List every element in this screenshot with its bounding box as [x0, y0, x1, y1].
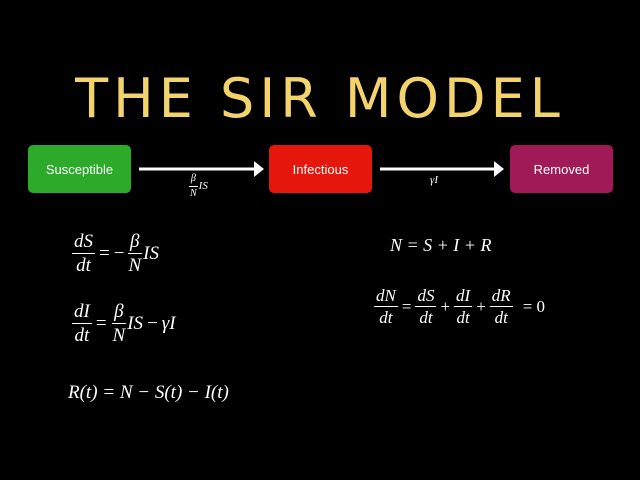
fraction-denominator: dt: [494, 307, 508, 327]
ds-fraction: dS dt: [415, 286, 437, 327]
page-title: THE SIR MODEL: [75, 67, 565, 130]
plus-sign: +: [440, 296, 451, 316]
arrowhead-infectious-to-removed: [494, 161, 504, 177]
lhs-denominator: dt: [76, 254, 91, 276]
equation-r-t: R(t) = N − S(t) − I(t): [68, 382, 229, 404]
lhs-fraction: dI dt: [72, 302, 92, 346]
equals-sign: =: [95, 312, 107, 334]
rate-label-removal: γI: [430, 174, 438, 186]
fraction-denominator: N: [112, 324, 126, 346]
equals-sign: =: [401, 296, 412, 316]
di-fraction: dI dt: [454, 286, 473, 327]
compartment-label: Susceptible: [45, 161, 114, 177]
fraction-numerator: β: [128, 231, 142, 254]
fraction-numerator: dS: [415, 286, 437, 307]
lhs-numerator: dS: [72, 231, 95, 254]
fraction-numerator: β: [112, 301, 126, 324]
rate-label-infection: β N IS: [188, 173, 208, 199]
rate-denominator: N: [190, 187, 197, 199]
rate-fraction: β N: [188, 173, 199, 199]
fraction-numerator: dI: [454, 286, 473, 307]
term-gamma-i: γI: [161, 312, 176, 334]
rate-numerator: β: [188, 173, 198, 187]
fraction-denominator: N: [128, 254, 142, 276]
compartment-label: Infectious: [292, 161, 349, 177]
lhs-numerator: dI: [72, 301, 92, 324]
equals-zero: = 0: [522, 296, 546, 316]
fraction-denominator: dt: [379, 307, 393, 327]
fraction-denominator: dt: [456, 307, 470, 327]
plus-sign: +: [476, 296, 486, 316]
equation-di-dt: dI dt = β N IS − γI: [72, 302, 176, 346]
fraction-denominator: dt: [419, 307, 433, 327]
equation-dn-dt: dN dt = dS dt + dI dt + dR dt = 0: [374, 287, 549, 327]
equals-sign: =: [99, 242, 110, 264]
minus-sign: −: [113, 242, 125, 264]
compartment-removed: Removed: [510, 145, 613, 193]
lhs-denominator: dt: [74, 324, 90, 346]
dn-fraction: dN dt: [374, 287, 398, 327]
fraction-numerator: dR: [489, 286, 513, 307]
term-is: IS: [127, 312, 144, 334]
equation-n-total: N = S + I + R: [390, 235, 491, 256]
equation-ds-dt: dS dt = − β N IS: [72, 232, 159, 276]
compartment-label: Removed: [533, 161, 590, 177]
arrowhead-susceptible-to-infectious: [254, 161, 264, 177]
dr-fraction: dR dt: [489, 286, 513, 327]
term-is: IS: [143, 242, 159, 264]
compartment-susceptible: Susceptible: [28, 145, 131, 193]
fraction-numerator: dN: [374, 286, 398, 307]
rate-tail: IS: [198, 180, 208, 193]
equation-text: R(t) = N − S(t) − I(t): [68, 382, 229, 403]
rate-text: γI: [430, 174, 438, 186]
compartment-infectious: Infectious: [269, 145, 372, 193]
equation-text: N = S + I + R: [390, 235, 492, 255]
lhs-fraction: dS dt: [72, 232, 95, 276]
minus-sign: −: [147, 312, 158, 334]
rate-fraction: β N: [111, 302, 128, 346]
rate-fraction: β N: [126, 232, 143, 276]
